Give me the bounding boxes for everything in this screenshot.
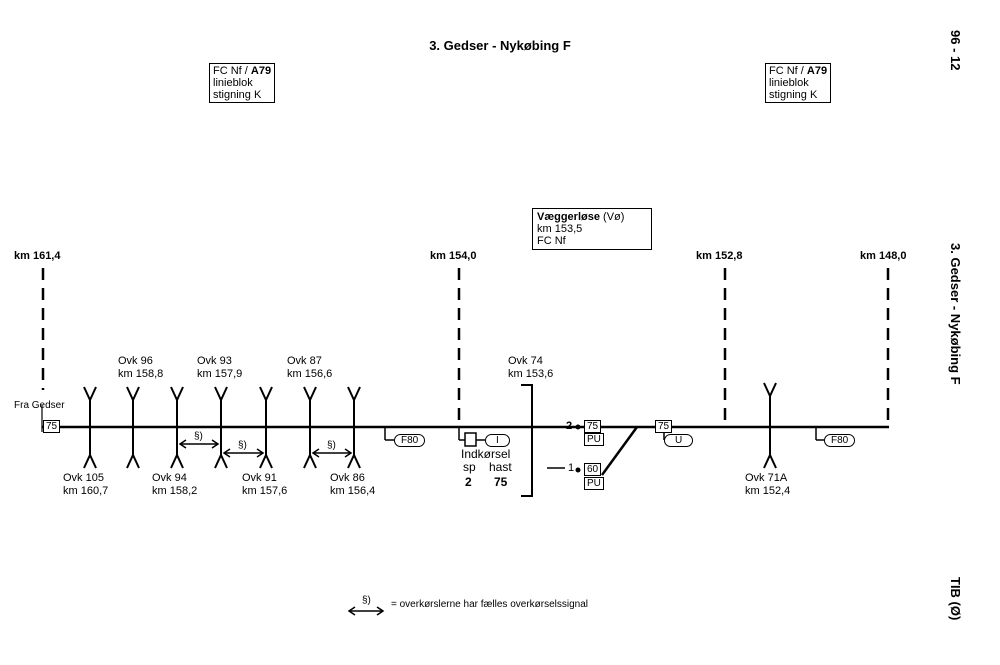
signal-f80-a: F80 [394, 434, 426, 447]
km-marker-1: km 161,4 [14, 250, 61, 262]
signal-entry-i: I [485, 434, 510, 447]
pu-sign-b: PU [584, 477, 604, 490]
speed-sign-exit: 75 [655, 420, 673, 433]
crossing-symbols-top [83, 382, 777, 427]
speed-sign-track2: 75 [584, 420, 602, 433]
crossing-symbols-bottom [83, 427, 777, 469]
legend-arrow [347, 606, 385, 616]
section-mark: §) [327, 440, 336, 451]
entry-val1: 2 [465, 475, 472, 489]
station-box: Væggerløse (Vø) km 153,5 FC Nf [532, 208, 652, 250]
signal-f80-b: F80 [824, 434, 856, 447]
km-marker-2: km 154,0 [430, 250, 477, 262]
speed-sign-track1: 60 [584, 463, 602, 476]
section-mark: §) [194, 431, 203, 442]
legend-text: = overkørslerne har fælles overkørselssi… [391, 599, 589, 610]
entry-val2: 75 [494, 475, 508, 489]
entry-col1: sp [463, 460, 476, 474]
entry-title: Indkørsel [461, 447, 511, 461]
track-1-branch [600, 426, 639, 476]
section-mark: §) [238, 440, 247, 451]
shared-signal-arrows [178, 439, 353, 458]
from-label: Fra Gedser [14, 400, 65, 411]
station-bracket [521, 384, 533, 497]
legend-mark: §) [362, 595, 371, 606]
track-2-label: 2 [566, 420, 573, 432]
page-title: 3. Gedser - Nykøbing F [429, 38, 571, 53]
km-marker-4: km 148,0 [860, 250, 907, 262]
pu-sign-a: PU [584, 433, 604, 446]
info-box-right: FC Nf / A79 linieblok stigning K [765, 63, 832, 103]
track-1-label: 1 [568, 462, 575, 474]
info-box-left: FC Nf / A79 linieblok stigning K [209, 63, 276, 103]
km-marker-3: km 152,8 [696, 250, 743, 262]
entry-col2: hast [489, 460, 512, 474]
signal-u: U [664, 434, 694, 447]
speed-sign-start: 75 [43, 420, 61, 433]
